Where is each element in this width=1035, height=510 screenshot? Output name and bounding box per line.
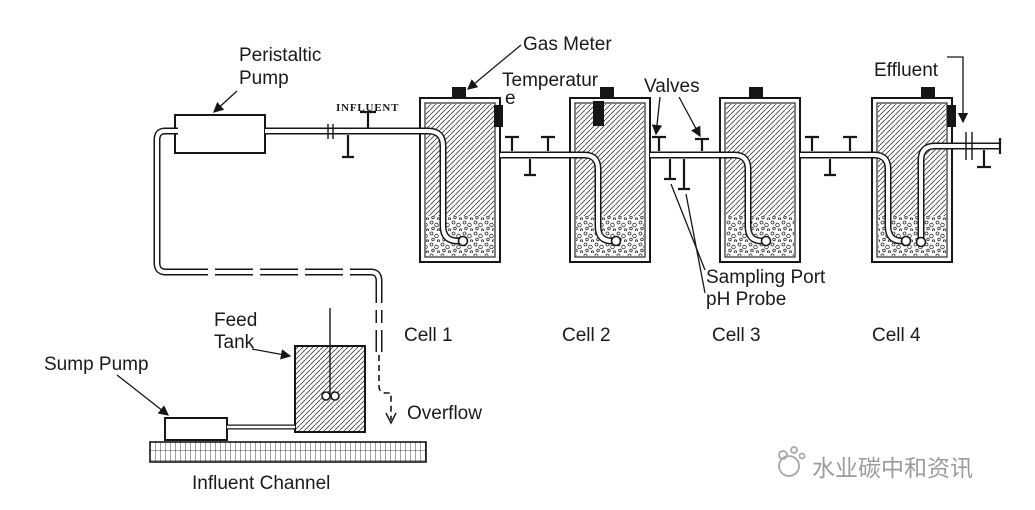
label-cell-3: Cell 3 [712, 325, 761, 346]
peristaltic-pump-body [174, 114, 266, 154]
effluent-fittings [965, 132, 991, 169]
watermark: 水业碳中和资讯 [778, 446, 973, 482]
influent-valve [342, 110, 376, 159]
label-peristaltic-line2: Pump [239, 68, 289, 89]
label-peristaltic-line1: Peristaltic [239, 45, 321, 66]
influent-channel-bar [149, 441, 427, 463]
peristaltic-pump-leader [213, 90, 238, 113]
cell-2-sludge-bed [576, 216, 644, 256]
feed-tank-leader [251, 348, 292, 360]
influent-pipe-union [327, 124, 334, 139]
influent-pipe [265, 127, 469, 247]
label-sump-pump: Sump Pump [44, 354, 149, 375]
cell-1-vessel [419, 97, 501, 263]
stirrer-impeller [330, 391, 340, 401]
label-cell-4: Cell 4 [872, 325, 921, 346]
label-overflow: Overflow [407, 403, 482, 424]
overflow-pipe [378, 355, 397, 425]
overflow-arrowhead [385, 412, 397, 425]
label-temperature-line1: Temperatur [502, 70, 599, 91]
cell-2-vessel [569, 97, 651, 263]
pipe-outlet-opening [760, 235, 772, 247]
feed-tank [294, 308, 366, 433]
cell-3-vessel [719, 97, 801, 263]
cell-1-liquid-hatch [426, 104, 494, 216]
pipe-cell1-to-cell2 [500, 151, 622, 247]
label-sampling-port: Sampling Port [706, 267, 826, 288]
sampling-port-leader [670, 183, 706, 271]
label-cell-1: Cell 1 [404, 325, 453, 346]
pipe-outlet-opening [457, 235, 469, 247]
effluent-arrow [947, 56, 969, 124]
pipe-cell2-to-cell3 [650, 151, 772, 247]
gas-port-cell2 [600, 87, 614, 98]
label-gas-meter: Gas Meter [523, 34, 612, 55]
cell-4-vessel [871, 97, 953, 263]
stirrer-impeller [321, 391, 331, 401]
gas-meter-leader [466, 44, 522, 90]
label-effluent: Effluent [874, 60, 939, 81]
sump-pump-leader [116, 374, 170, 416]
label-cell-2: Cell 2 [562, 325, 611, 346]
cell-1-sludge-bed [426, 216, 494, 256]
temperature-probe-cell2 [593, 101, 604, 126]
label-influent: INFLUENT [336, 102, 399, 114]
pipe-outlet-opening [900, 235, 912, 247]
valves-cell1-cell2 [505, 135, 555, 177]
label-ph-probe: pH Probe [706, 289, 786, 310]
sump-pump-body [164, 417, 228, 441]
label-influent-channel: Influent Channel [192, 473, 330, 494]
temperature-probe-cell1 [494, 105, 503, 127]
gas-port-cell1 [452, 87, 466, 98]
probe-cell4 [947, 105, 956, 127]
label-temperature-line2: e [505, 88, 516, 109]
label-feed-line2: Tank [214, 332, 255, 353]
recirculation-pipe [153, 127, 385, 352]
cell-3-sludge-bed [726, 216, 794, 256]
watermark-text: 水业碳中和资讯 [812, 456, 973, 482]
valves-cell2-cell3 [652, 135, 709, 191]
pipe-outlet-opening [610, 235, 622, 247]
pipe-inlet-opening [915, 236, 927, 248]
valves-cell3-cell4 [805, 135, 857, 177]
cell-3-liquid-hatch [726, 104, 794, 216]
gas-port-cell4 [921, 87, 935, 98]
valves-leader-2 [678, 96, 701, 138]
pipe-cell3-to-cell4 [800, 151, 912, 247]
label-feed-line1: Feed [214, 310, 257, 331]
ph-probe-fitting [678, 159, 690, 191]
sampling-port-fitting [664, 159, 676, 181]
valves-leader-1 [651, 96, 663, 136]
label-valves: Valves [644, 76, 700, 97]
effluent-valve [977, 150, 991, 169]
cell-2-liquid-hatch [576, 104, 644, 216]
ph-probe-leader [685, 193, 706, 294]
watermark-logo-icon [778, 446, 806, 477]
effluent-pipe [915, 138, 1002, 248]
gas-port-cell3 [749, 87, 763, 98]
